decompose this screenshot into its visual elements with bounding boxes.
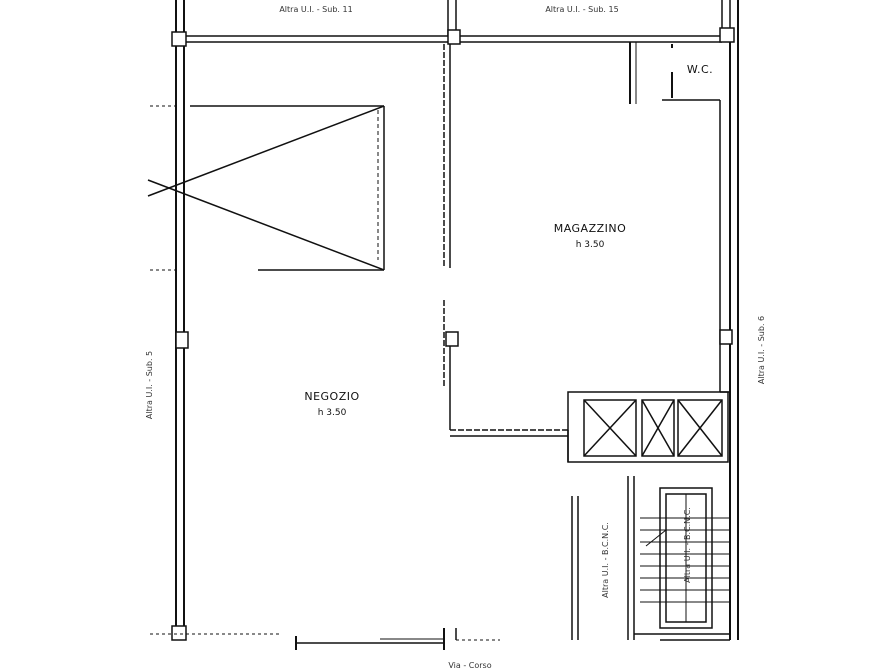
shafts (567, 391, 729, 463)
wc-label: W.C. (687, 63, 713, 76)
wc-walls (629, 42, 720, 104)
neighbor-left: Altra U.I. - Sub. 5 (145, 351, 154, 419)
negozio-label: NEGOZIO (304, 390, 359, 403)
columns (171, 27, 735, 641)
left-wall (150, 0, 185, 634)
neighbor-right: Altra U.I. - Sub. 6 (757, 316, 766, 384)
stair-block (571, 476, 730, 641)
void-area (147, 105, 385, 271)
neighbor-top-right: Altra U.I. - Sub. 15 (545, 5, 618, 14)
top-wall (184, 0, 731, 43)
interior-partition (443, 44, 568, 437)
neighbor-stair-left: Altra U.I. - B.C.N.C. (601, 522, 610, 598)
bottom-front (150, 628, 500, 650)
negozio-height: h 3.50 (318, 408, 347, 418)
magazzino-height: h 3.50 (576, 240, 605, 250)
right-wall (719, 0, 739, 640)
magazzino-label: MAGAZZINO (554, 222, 627, 235)
bottom-label: Via - Corso (448, 661, 491, 670)
neighbor-top-left: Altra U.I. - Sub. 11 (279, 5, 352, 14)
neighbor-stair-right: Altra U.I. - B.C.N.C. (683, 507, 692, 583)
